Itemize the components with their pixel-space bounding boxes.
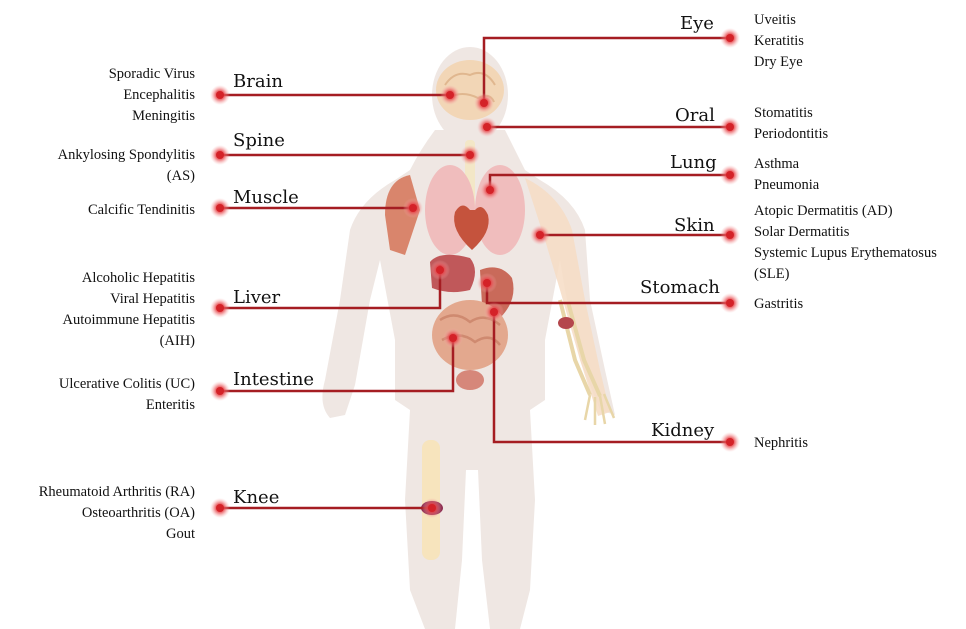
muscle-list-marker	[216, 204, 224, 212]
knee-organ-marker	[428, 504, 436, 512]
muscle-organ-label: Muscle	[233, 188, 299, 208]
stomach-organ-marker	[483, 279, 491, 287]
skin-list-marker	[726, 231, 734, 239]
kidney-organ-label: Kidney	[651, 421, 714, 441]
kidney-organ-marker	[490, 308, 498, 316]
spine-organ-marker	[466, 151, 474, 159]
brain-disease-item: Sporadic Virus	[109, 64, 195, 85]
eye-connector-line	[484, 38, 730, 103]
spine-organ-label: Spine	[233, 131, 285, 151]
spine-disease-item: (AS)	[58, 166, 195, 187]
kidney-list-marker	[726, 438, 734, 446]
intestine-disease-item: Ulcerative Colitis (UC)	[59, 374, 195, 395]
knee-disease-list: Rheumatoid Arthritis (RA)Osteoarthritis …	[39, 482, 195, 545]
knee-organ-label: Knee	[233, 488, 279, 508]
skin-organ-label: Skin	[674, 216, 715, 236]
liver-organ-marker	[436, 266, 444, 274]
brain-organ-label: Brain	[233, 72, 283, 92]
lung-disease-item: Pneumonia	[754, 175, 819, 196]
stomach-list-marker	[726, 299, 734, 307]
lung-disease-item: Asthma	[754, 154, 819, 175]
intestine-disease-list: Ulcerative Colitis (UC)Enteritis	[59, 374, 195, 416]
brain-organ-marker	[446, 91, 454, 99]
liver-organ-label: Liver	[233, 288, 280, 308]
eye-disease-item: Dry Eye	[754, 52, 804, 73]
brain-disease-item: Encephalitis	[109, 85, 195, 106]
wrist-joint	[558, 317, 574, 329]
skin-disease-item: Atopic Dermatitis (AD)	[754, 201, 937, 222]
muscle-organ-marker	[409, 204, 417, 212]
oral-list-marker	[726, 123, 734, 131]
eye-list-marker	[726, 34, 734, 42]
liver-disease-item: (AIH)	[63, 331, 196, 352]
kidney-disease-list: Nephritis	[754, 433, 808, 454]
muscle-disease-item: Calcific Tendinitis	[88, 200, 195, 221]
brain-disease-item: Meningitis	[109, 106, 195, 127]
knee-disease-item: Rheumatoid Arthritis (RA)	[39, 482, 195, 503]
stomach-disease-item: Gastritis	[754, 294, 803, 315]
lung-list-marker	[726, 171, 734, 179]
liver-disease-item: Viral Hepatitis	[63, 289, 196, 310]
knee-disease-item: Gout	[39, 524, 195, 545]
eye-disease-item: Keratitis	[754, 31, 804, 52]
skin-disease-item: Solar Dermatitis	[754, 222, 937, 243]
oral-organ-marker	[483, 123, 491, 131]
spine-disease-item: Ankylosing Spondylitis	[58, 145, 195, 166]
eye-organ-label: Eye	[680, 14, 714, 34]
skin-organ-marker	[536, 231, 544, 239]
lung-organ-label: Lung	[670, 153, 717, 173]
knee-list-marker	[216, 504, 224, 512]
intestine-list-marker	[216, 387, 224, 395]
liver-disease-item: Autoimmune Hepatitis	[63, 310, 196, 331]
oral-disease-item: Stomatitis	[754, 103, 828, 124]
stomach-disease-list: Gastritis	[754, 294, 803, 315]
eye-disease-item: Uveitis	[754, 10, 804, 31]
lung-organ-marker	[486, 186, 494, 194]
liver-disease-item: Alcoholic Hepatitis	[63, 268, 196, 289]
intestine-organ-label: Intestine	[233, 370, 314, 390]
spine-list-marker	[216, 151, 224, 159]
intestine-disease-item: Enteritis	[59, 395, 195, 416]
intestine-organ-marker	[449, 334, 457, 342]
kidney-disease-item: Nephritis	[754, 433, 808, 454]
knee-disease-item: Osteoarthritis (OA)	[39, 503, 195, 524]
skin-disease-item: (SLE)	[754, 264, 937, 285]
stomach-organ-label: Stomach	[640, 278, 720, 298]
oral-disease-item: Periodontitis	[754, 124, 828, 145]
eye-organ-marker	[480, 99, 488, 107]
brain-list-marker	[216, 91, 224, 99]
skin-disease-item: Systemic Lupus Erythematosus	[754, 243, 937, 264]
spine-disease-list: Ankylosing Spondylitis(AS)	[58, 145, 195, 187]
bladder-organ	[456, 370, 484, 390]
muscle-disease-list: Calcific Tendinitis	[88, 200, 195, 221]
liver-list-marker	[216, 304, 224, 312]
oral-organ-label: Oral	[675, 106, 715, 126]
